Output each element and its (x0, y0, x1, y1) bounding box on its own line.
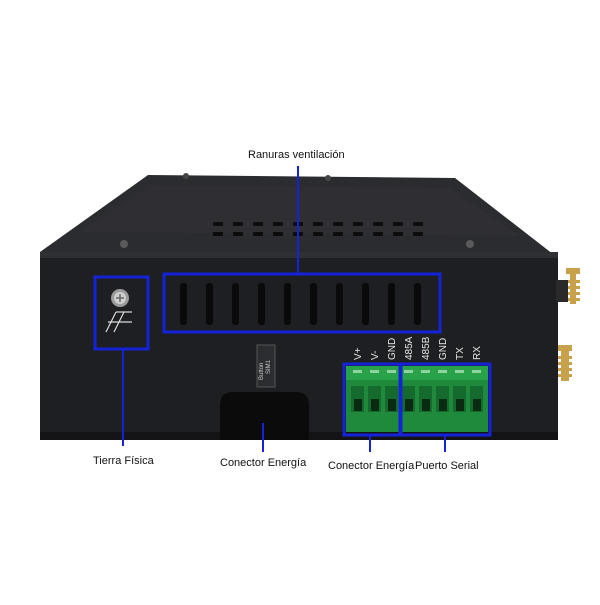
top-vents (213, 222, 423, 236)
ground-symbol-icon (105, 311, 132, 333)
label-vents: Ranuras ventilación (248, 149, 345, 161)
sim-slot-label: SIM1 (266, 359, 272, 374)
pin-label: V+ (353, 347, 364, 360)
highlight-vents (162, 272, 442, 334)
terminal-block (346, 366, 488, 432)
label-serial: Puerto Serial (415, 460, 479, 472)
pin-label: 485B (421, 336, 432, 360)
label-ground: Tierra Física (93, 455, 154, 467)
antenna-bottom (558, 345, 572, 381)
sim-slot-sublabel: Button (259, 362, 265, 380)
highlight-ground (93, 275, 150, 351)
pin-label: 485A (404, 336, 415, 360)
pin-label: GND (438, 337, 449, 360)
antenna-top (566, 268, 580, 304)
pin-label: GND (387, 337, 398, 360)
sim-slot (256, 344, 276, 388)
power-jack-cover (220, 392, 309, 440)
label-power-terminal: Conector Energía (328, 460, 415, 472)
side-vents (180, 283, 421, 325)
pin-label: V- (370, 350, 381, 360)
pin-label: RX (472, 346, 483, 360)
label-power-jack: Conector Energía (220, 457, 307, 469)
pin-label: TX (455, 347, 466, 360)
